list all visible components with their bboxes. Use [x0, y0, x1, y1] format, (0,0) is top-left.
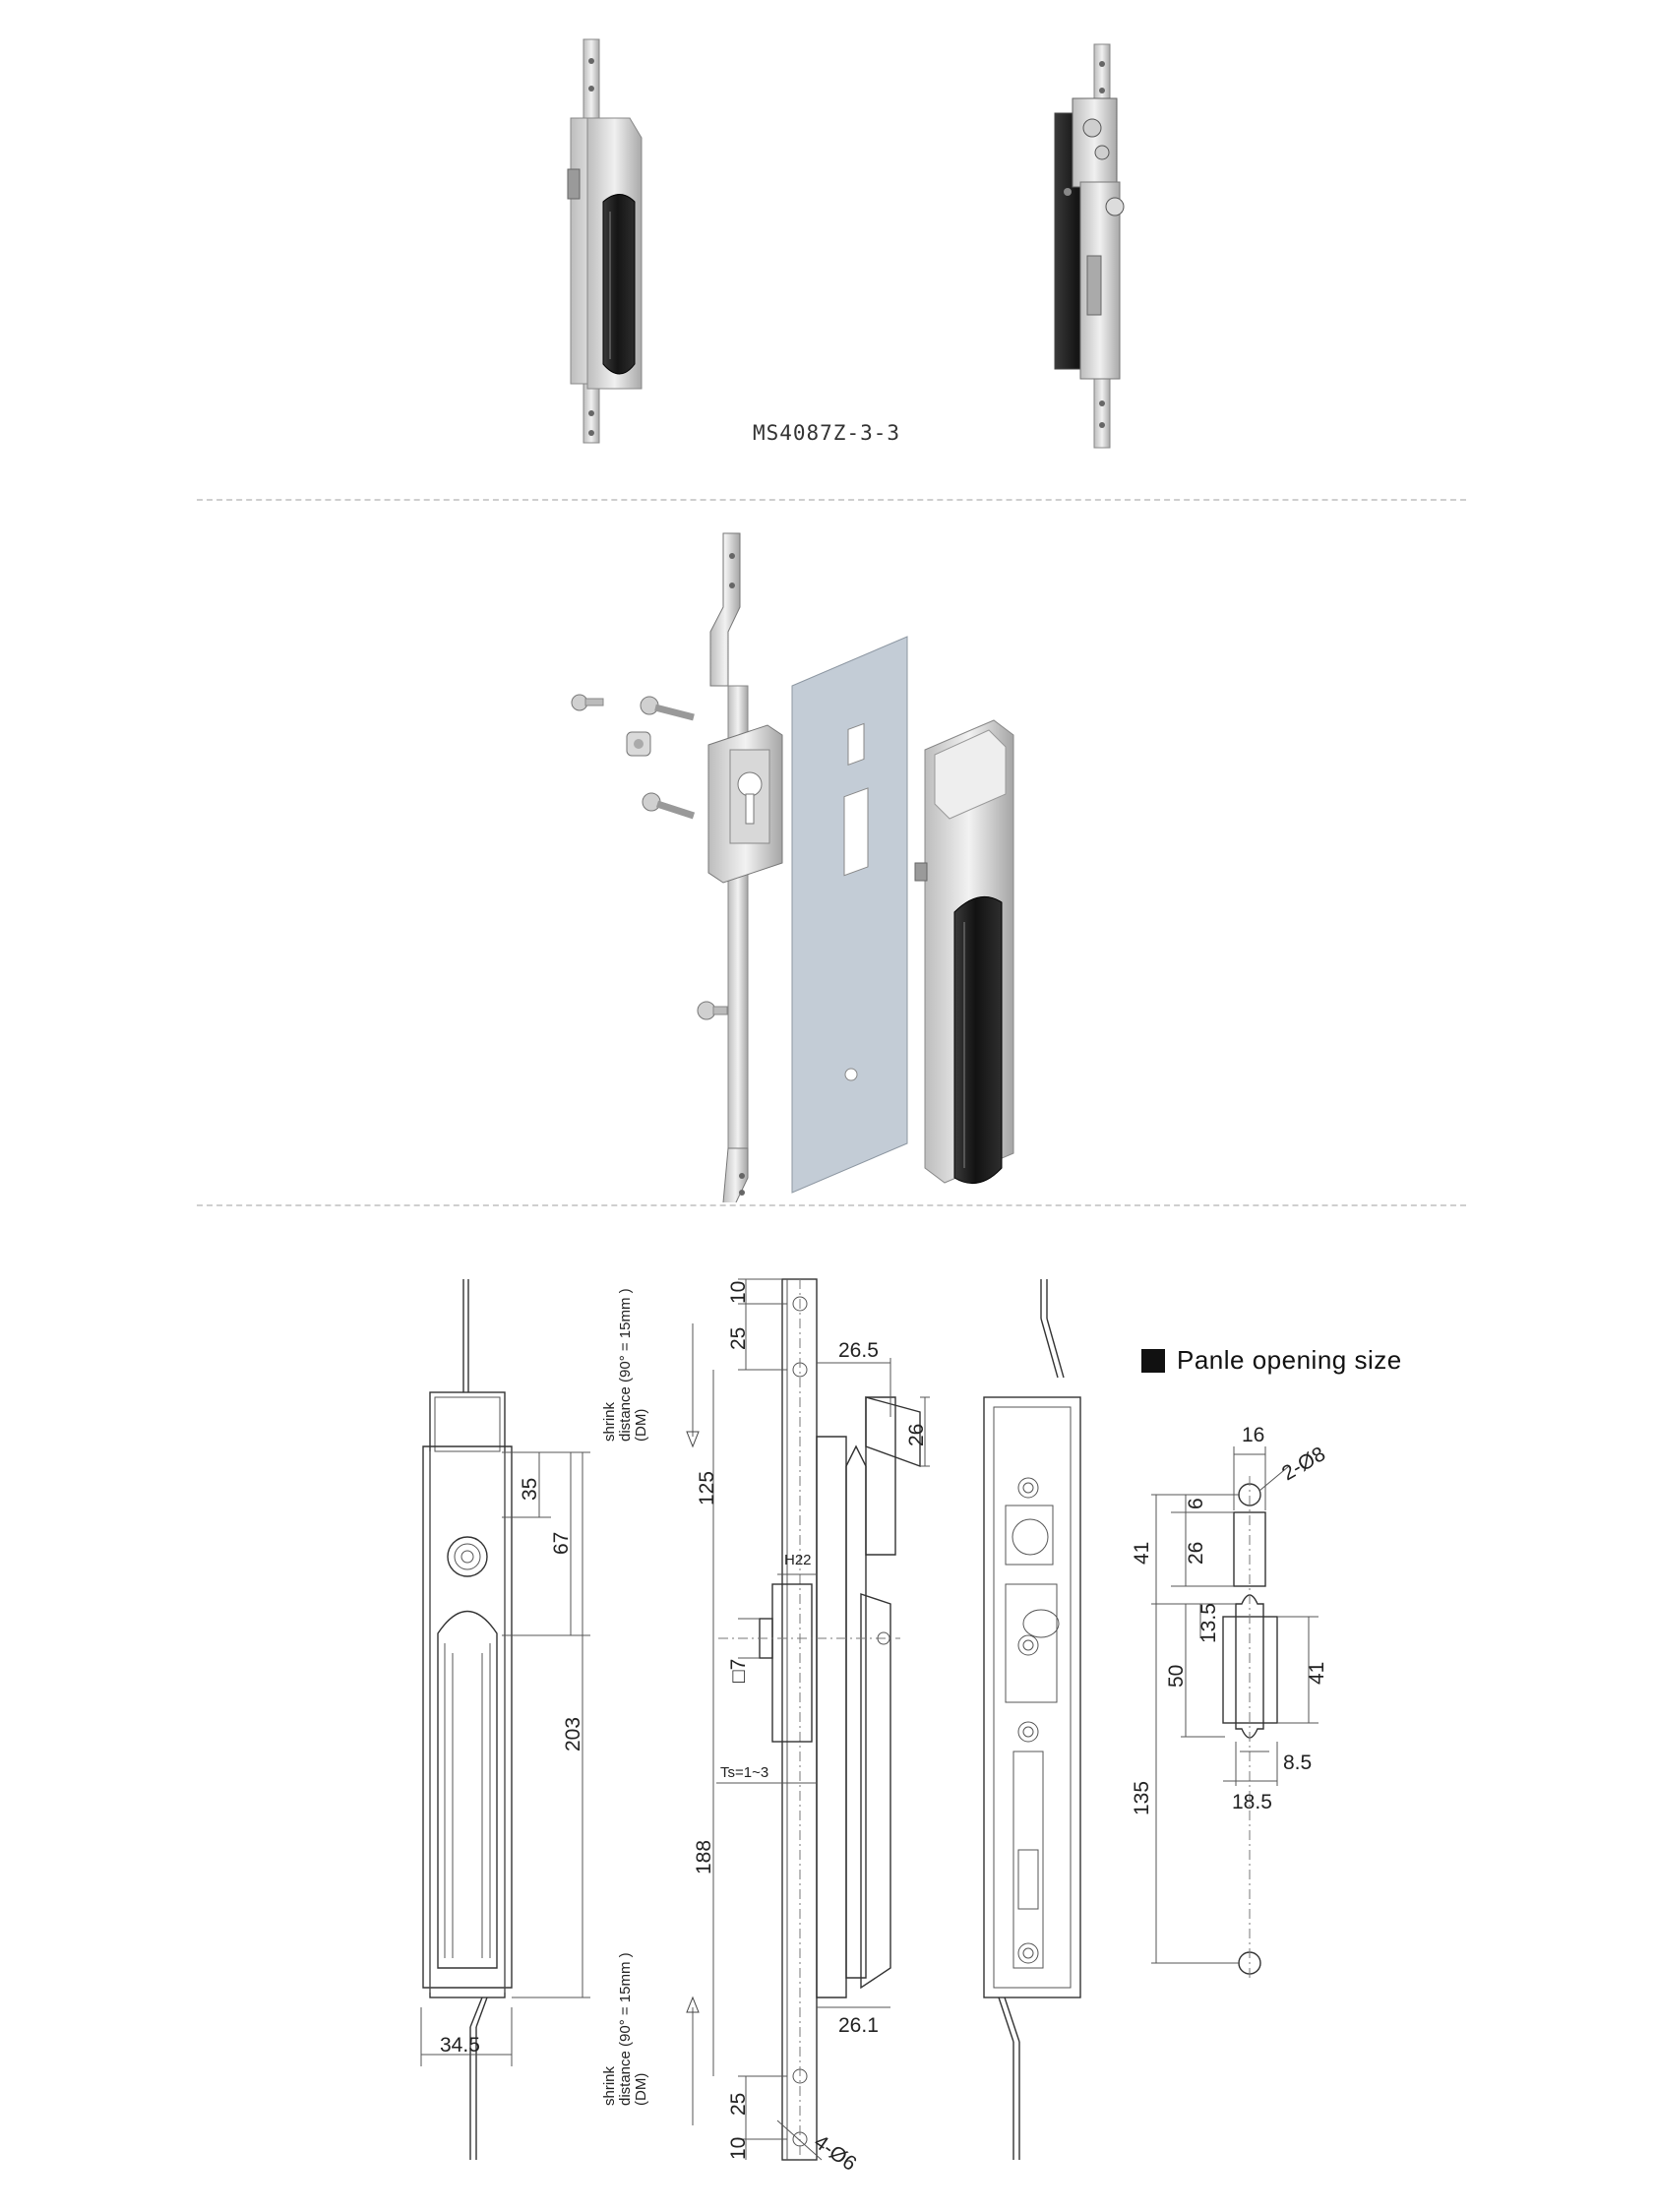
dim-26-1: 26.1: [838, 2014, 879, 2037]
svg-text:shrink: shrink: [601, 1401, 618, 1442]
legend-label: Panle opening size: [1177, 1345, 1402, 1375]
technical-drawings-svg: 35 67 203 34.5 shrink distance (90° = 15…: [420, 1278, 1329, 2176]
dim-26-5: 26.5: [838, 1339, 879, 1362]
product-photos: MS4087Z-3-3: [0, 0, 1656, 497]
rear-view-drawing: [983, 1279, 1081, 2160]
dim-square-7: □7: [727, 1659, 750, 1683]
technical-drawings: 35 67 203 34.5 shrink distance (90° = 15…: [0, 1204, 1656, 2208]
dim-h22: H22: [784, 1552, 812, 1568]
screws: [571, 694, 728, 1020]
dim-10-top: 10: [727, 1281, 750, 1304]
dim-25-bottom: 25: [727, 2093, 750, 2116]
svg-text:(DM): (DM): [633, 1409, 649, 1442]
panel-opening-drawing: 16 2-Ø8 6 41 26 13.5 50 41 8.5 18.5 135: [1131, 1424, 1329, 1978]
panel-dim-2-holes: 2-Ø8: [1278, 1443, 1329, 1485]
front-photo: [567, 38, 643, 444]
product-photos-svg: [567, 38, 1125, 449]
dim-125: 125: [696, 1471, 718, 1505]
panel-dim-26: 26: [1185, 1542, 1207, 1565]
exploded-view-svg: [571, 532, 1014, 1213]
mechanism-block: [707, 724, 783, 884]
panel-plate: [791, 636, 908, 1194]
panel-dim-13-5: 13.5: [1197, 1603, 1220, 1643]
panel-dim-50: 50: [1165, 1665, 1188, 1688]
shrink-note-top: shrink distance (90° = 15mm ) (DM): [601, 1288, 700, 1448]
rear-photo: [1054, 43, 1125, 449]
dim-25-top: 25: [727, 1327, 750, 1350]
panel-opening-legend: Panle opening size: [1141, 1345, 1402, 1376]
divider-bottom: [197, 1204, 1466, 1206]
legend-square-icon: [1141, 1348, 1165, 1373]
panel-dim-16: 16: [1242, 1424, 1264, 1446]
dim-34-5: 34.5: [440, 2034, 480, 2057]
dim-67: 67: [550, 1532, 573, 1555]
dim-35: 35: [519, 1478, 541, 1501]
dim-188: 188: [693, 1840, 715, 1874]
side-view-drawing: 10 25 26.5 26 125 H22 □7 Ts=1~3 188 26.1…: [693, 1278, 930, 2176]
svg-text:distance (90° = 15mm ): distance (90° = 15mm ): [617, 1288, 634, 1442]
divider-top: [197, 499, 1466, 501]
dim-203: 203: [562, 1717, 584, 1751]
front-view-drawing: 35 67 203 34.5: [420, 1279, 590, 2160]
dim-ts: Ts=1~3: [720, 1764, 768, 1781]
exploded-view: [0, 499, 1656, 1213]
panel-dim-41-right: 41: [1306, 1662, 1328, 1685]
dim-4-holes: 4-Ø6: [810, 2130, 860, 2176]
panel-dim-18-5: 18.5: [1232, 1791, 1272, 1813]
svg-text:shrink: shrink: [601, 2065, 618, 2106]
handle-part: [914, 719, 1014, 1185]
dim-10-bottom: 10: [727, 2137, 750, 2160]
panel-dim-6: 6: [1185, 1498, 1207, 1509]
svg-text:distance (90° = 15mm ): distance (90° = 15mm ): [617, 1952, 634, 2106]
panel-dim-41-top: 41: [1131, 1542, 1153, 1565]
panel-dim-135: 135: [1131, 1781, 1153, 1815]
dim-26: 26: [905, 1424, 928, 1446]
panel-dim-8-5: 8.5: [1283, 1751, 1312, 1774]
shrink-note-bottom: shrink distance (90° = 15mm ) (DM): [601, 1952, 700, 2125]
model-label: MS4087Z-3-3: [752, 421, 901, 445]
svg-text:(DM): (DM): [633, 2073, 649, 2106]
